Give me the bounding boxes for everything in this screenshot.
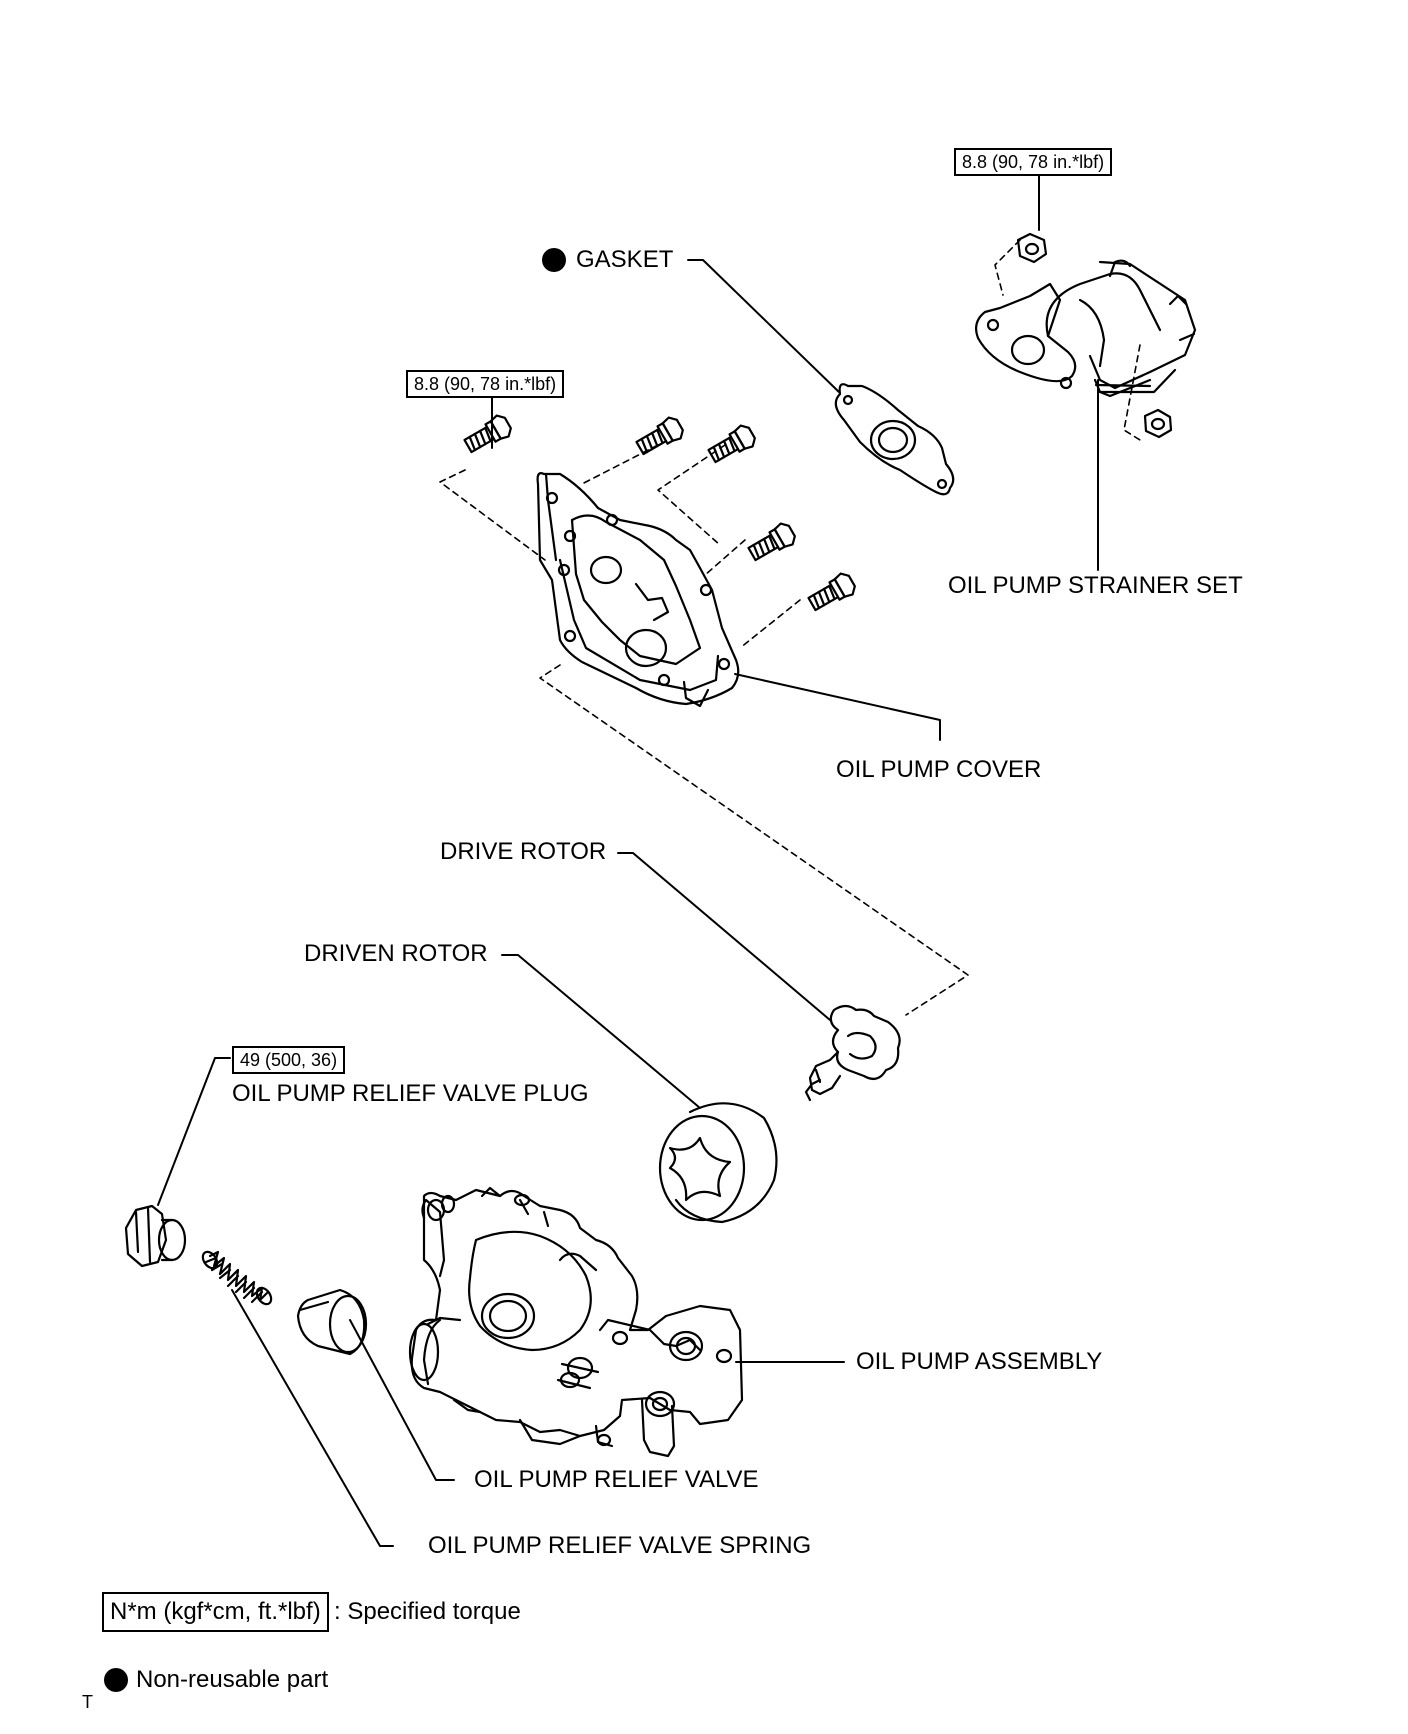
leader-lines bbox=[157, 163, 1099, 1547]
cover-bolt-5 bbox=[807, 572, 856, 612]
oil-pump-cover-drawing bbox=[536, 472, 740, 708]
legend-torque-description: : Specified torque bbox=[334, 1598, 521, 1625]
strainer-nut-lower bbox=[1143, 408, 1173, 439]
cover-bolt-2 bbox=[635, 416, 684, 456]
label-oil-pump-cover: OIL PUMP COVER bbox=[836, 756, 1042, 783]
label-oil-pump-relief-valve-spring: OIL PUMP RELIEF VALVE SPRING bbox=[428, 1532, 812, 1559]
label-oil-pump-relief-valve-plug: OIL PUMP RELIEF VALVE PLUG bbox=[232, 1080, 589, 1107]
alignment-dashes bbox=[439, 239, 1141, 1016]
label-driven-rotor: DRIVEN ROTOR bbox=[304, 940, 488, 967]
torque-label-cover-bolt: 8.8 (90, 78 in.*lbf) bbox=[406, 370, 565, 398]
relief-valve-spring-drawing bbox=[201, 1250, 273, 1306]
legend-torque-unit-box: N*m (kgf*cm, ft.*lbf) bbox=[102, 1592, 329, 1632]
relief-valve-plug-drawing bbox=[124, 1204, 187, 1268]
cover-bolt-4 bbox=[747, 522, 796, 562]
strainer-drawing bbox=[975, 259, 1197, 398]
corner-mark: T bbox=[82, 1692, 93, 1712]
strainer-nut-upper bbox=[1016, 232, 1048, 264]
relief-valve-drawing bbox=[296, 1288, 368, 1356]
cover-bolt-1 bbox=[463, 414, 512, 454]
legend-nonreusable-dot-icon bbox=[104, 1668, 128, 1692]
label-oil-pump-strainer-set: OIL PUMP STRAINER SET bbox=[948, 572, 1243, 599]
label-drive-rotor: DRIVE ROTOR bbox=[440, 838, 607, 865]
label-gasket: GASKET bbox=[576, 246, 674, 273]
cover-bolt-3 bbox=[707, 424, 756, 464]
label-oil-pump-relief-valve: OIL PUMP RELIEF VALVE bbox=[474, 1466, 759, 1493]
oil-pump-assembly-drawing bbox=[408, 1186, 744, 1458]
drive-rotor-drawing bbox=[804, 1004, 901, 1102]
driven-rotor-drawing bbox=[658, 1102, 778, 1224]
gasket-drawing bbox=[834, 383, 955, 496]
torque-label-relief-plug: 49 (500, 36) bbox=[232, 1046, 346, 1074]
label-oil-pump-assembly: OIL PUMP ASSEMBLY bbox=[856, 1348, 1103, 1375]
legend-nonreusable-text: Non-reusable part bbox=[136, 1666, 329, 1693]
torque-label-strainer-nut: 8.8 (90, 78 in.*lbf) bbox=[954, 148, 1113, 176]
nonreusable-dot-icon bbox=[542, 248, 566, 272]
